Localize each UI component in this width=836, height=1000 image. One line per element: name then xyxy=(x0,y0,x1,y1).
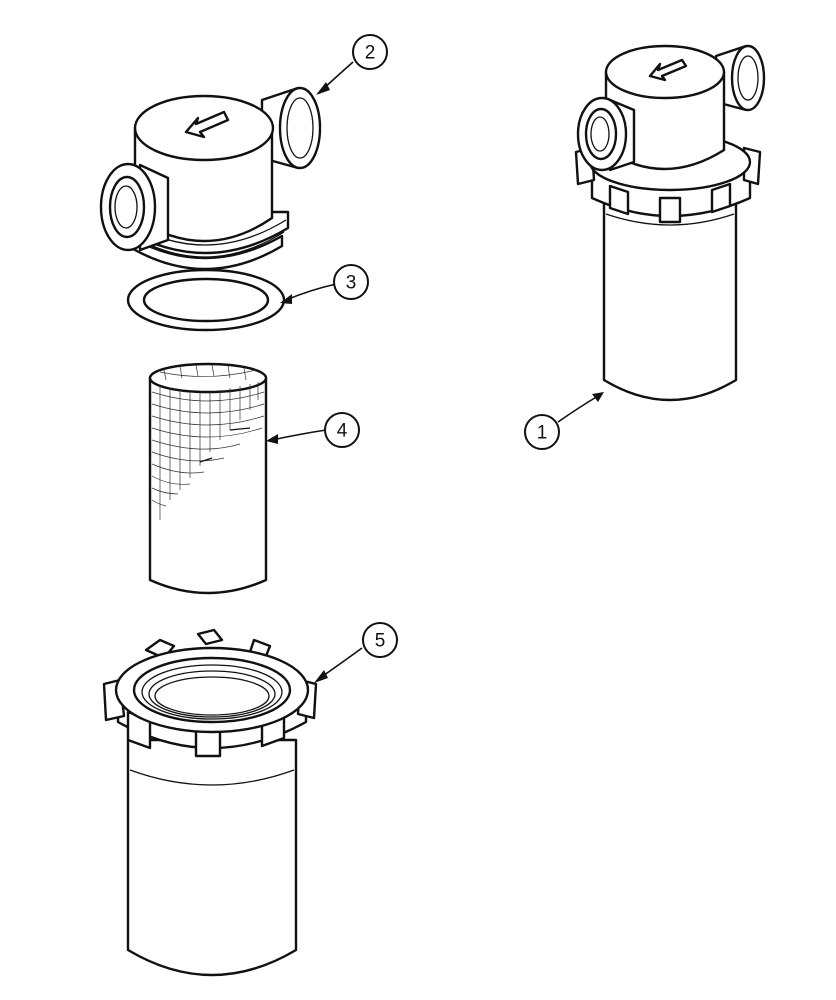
callout-5-label: 5 xyxy=(375,631,386,652)
callout-4-label: 4 xyxy=(337,421,348,442)
mesh-screen-part xyxy=(148,362,268,595)
callout-4: 4 xyxy=(324,412,360,448)
callout-1: 1 xyxy=(524,414,560,450)
seal-ring-part xyxy=(126,268,286,332)
leader-lines xyxy=(266,61,604,683)
filter-bowl-part xyxy=(102,628,318,977)
callout-1-label: 1 xyxy=(537,423,548,444)
callout-3: 3 xyxy=(333,264,369,300)
callout-2-label: 2 xyxy=(365,43,376,64)
filter-head-part xyxy=(99,86,322,271)
assembled-filter-part xyxy=(574,44,766,402)
callout-3-label: 3 xyxy=(346,273,357,294)
callout-5: 5 xyxy=(362,622,398,658)
callout-2: 2 xyxy=(352,34,388,70)
